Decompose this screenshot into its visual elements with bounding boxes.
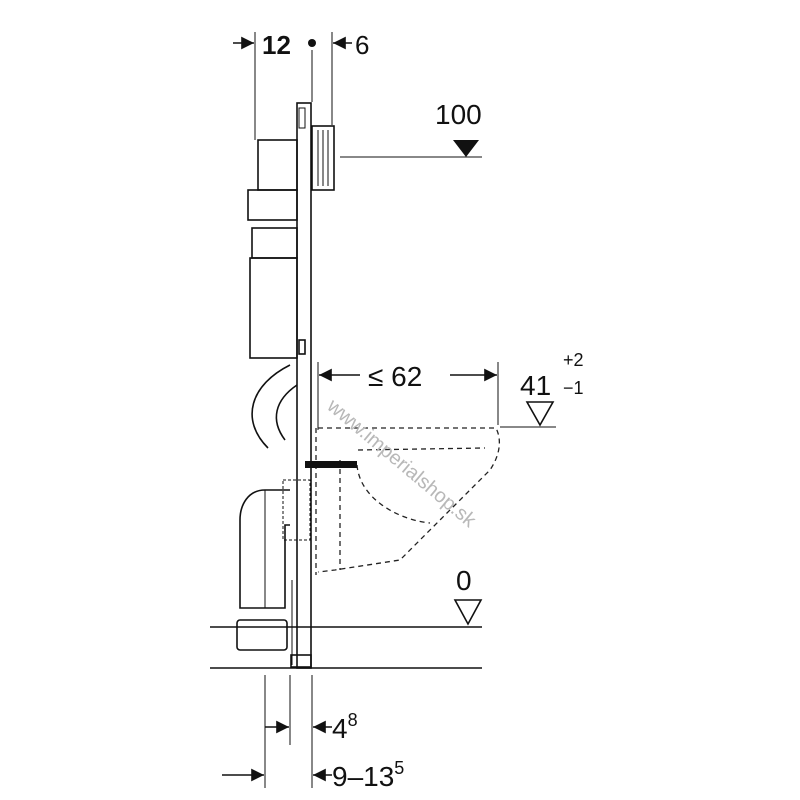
label-seat-tol-minus: −1	[563, 378, 584, 398]
drain-elbow	[236, 479, 311, 651]
wc-projection-dimension: ≤ 62	[317, 361, 499, 430]
seat-height-marker: 41 +2 −1	[500, 350, 584, 428]
level-triangle-outline	[453, 599, 483, 626]
actuator-height-marker: 100	[340, 99, 482, 158]
floor-level-marker: 0	[210, 565, 483, 669]
level-triangle-filled	[453, 140, 479, 157]
label-seat-height: 41	[520, 370, 551, 401]
wall-hung-wc	[305, 427, 501, 575]
top-dimension: 12 6	[233, 30, 369, 140]
frame-post	[290, 102, 312, 669]
reference-dot	[308, 39, 316, 47]
bottom-dimensions: 48 9–135	[222, 675, 404, 792]
mounting-bolt	[305, 461, 357, 468]
label-floor-level: 0	[456, 565, 472, 596]
label-wc-projection: ≤ 62	[368, 361, 422, 392]
level-triangle-outline	[525, 401, 555, 427]
cistern	[247, 139, 298, 449]
label-adjust-range: 9–135	[332, 758, 404, 792]
label-frame-depth: 12	[262, 30, 291, 60]
drain-foot	[236, 619, 288, 651]
flush-bend-pipe	[251, 364, 291, 449]
label-plate-offset: 6	[355, 30, 369, 60]
label-seat-tol-plus: +2	[563, 350, 584, 370]
flush-plate	[311, 125, 335, 191]
label-actuator-height: 100	[435, 99, 482, 130]
label-foot-base: 48	[332, 710, 358, 744]
